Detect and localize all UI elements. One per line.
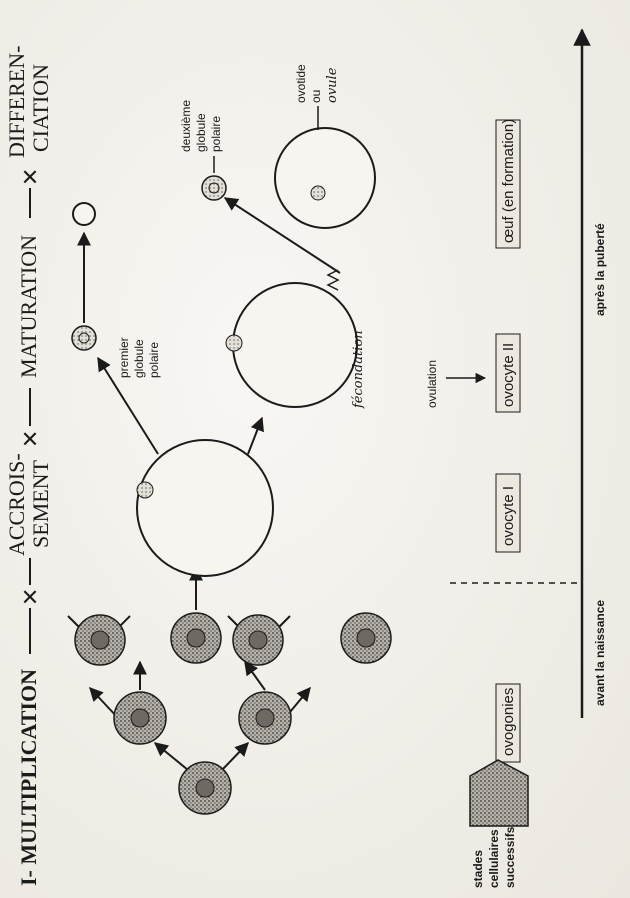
ovogonie-nucleus (256, 709, 274, 727)
label-ovotide-line2: ou (309, 90, 323, 103)
legend: stades cellulaires successifs (470, 760, 528, 888)
label-fecondation: fécondation (351, 330, 366, 409)
ovotide-cell (275, 128, 375, 228)
timeline-avant: avant la naissance (593, 600, 607, 706)
ovocyte-1-nucleus (137, 482, 153, 498)
phase-differenciation-line2: CIATION (28, 64, 53, 152)
phase-accroissement-line1: ACCROIS- (4, 453, 29, 556)
ovocyte-1-cell (137, 440, 273, 576)
arrow-ovogonie-1 (155, 743, 188, 770)
label-ovotide-line1: ovotide (294, 64, 308, 103)
ovotide-nucleus (311, 186, 325, 200)
stage-ovogonies: ovogonies (500, 688, 517, 756)
stage-ovocyte-2: ovocyte II (500, 343, 517, 407)
phase-maturation: MATURATION (16, 235, 41, 378)
second-polar-body (202, 176, 226, 200)
label-deuxieme-line3: polaire (209, 116, 223, 152)
label-deuxieme-line2: globule (194, 113, 208, 152)
arrow-ovogonie-6 (245, 662, 265, 690)
ovocyte-2-nucleus (226, 335, 242, 351)
label-deuxieme-line1: deuxième (179, 100, 193, 152)
phase-separator-2: ✕ (18, 430, 43, 448)
branch-tick (278, 616, 290, 628)
label-ovulation: ovulation (425, 360, 439, 408)
ovogonie-nucleus (196, 779, 214, 797)
ovogonie-cells (75, 613, 391, 814)
timeline-apres: après la puberté (593, 223, 607, 316)
legend-line1: stades (471, 850, 485, 888)
label-premier-line2: globule (132, 339, 146, 378)
timeline: avant la naissance après la puberté (450, 30, 607, 718)
arrow-ovogonie-2 (222, 743, 248, 770)
phase-header: I- MULTIPLICATION ✕ ACCROIS- SEMENT ✕ MA… (4, 46, 53, 886)
phase-separator-3: ✕ (18, 168, 43, 186)
ovulation-marker: ovulation (425, 360, 485, 408)
phase-multiplication: I- MULTIPLICATION (16, 669, 41, 886)
degenerated-polar-body (73, 203, 95, 225)
arrow-to-ovocyte-2 (248, 418, 262, 454)
branch-tick (68, 616, 80, 628)
ovocyte-2-cell (233, 283, 357, 407)
legend-arrow-shape (470, 760, 528, 826)
phase-differenciation-line1: DIFFEREN- (4, 46, 29, 158)
legend-line2: cellulaires (487, 829, 501, 888)
stage-ovocyte-1: ovocyte I (500, 486, 517, 546)
ovogonie-nucleus (91, 631, 109, 649)
stage-boxes: ovogonies ovocyte I ovocyte II œuf (en f… (496, 119, 520, 762)
ovogonie-nucleus (357, 629, 375, 647)
label-premier-line1: premier (117, 337, 131, 378)
ovogonie-nucleus (131, 709, 149, 727)
growth-stage (98, 358, 273, 576)
spermatozoid-icon (328, 270, 338, 290)
ovogonie-nucleus (249, 631, 267, 649)
label-ovotide-line3: ovule (325, 67, 340, 103)
maturation-stage: premier globule polaire fécondation deux… (72, 64, 375, 409)
phase-accroissement-line2: SEMENT (28, 459, 53, 548)
phase-separator-1: ✕ (18, 588, 43, 606)
ovogonie-nucleus (187, 629, 205, 647)
first-polar-body (72, 326, 96, 350)
legend-line3: successifs (503, 826, 517, 888)
stage-oeuf: œuf (en formation) (500, 119, 517, 243)
label-premier-line3: polaire (147, 342, 161, 378)
